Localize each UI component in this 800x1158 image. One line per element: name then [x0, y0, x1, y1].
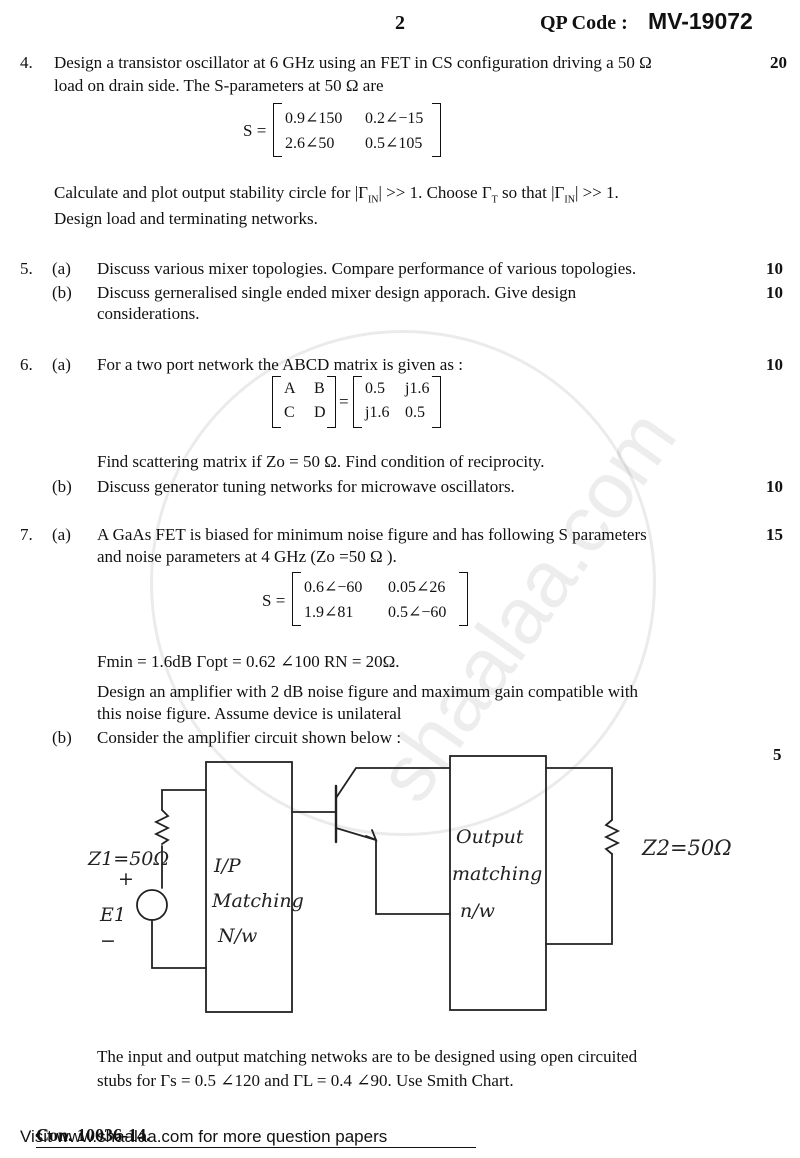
qp-code-value: MV-19072: [648, 8, 753, 34]
abcd-right-matrix: 0.5 j1.6 j1.6 0.5: [353, 376, 441, 428]
q4-line4: Design load and terminating networks.: [54, 209, 318, 228]
q6-b-label: (b): [52, 477, 72, 496]
q6-b-text: Discuss generator tuning networks for mi…: [97, 477, 515, 496]
q6-a-label: (a): [52, 355, 71, 374]
footer-underline: [36, 1147, 476, 1148]
q7-a-label: (a): [52, 525, 71, 544]
q7-matrix-label: S =: [262, 591, 286, 610]
q6-b-marks: 10: [766, 477, 783, 496]
q7-noise-line: Fmin = 1.6dB Γopt = 0.62 ∠100 RN = 20Ω.: [97, 652, 400, 671]
q7-s-matrix: 0.6∠−60 0.05∠26 1.9∠81 0.5∠−60: [292, 572, 468, 626]
page-number: 2: [395, 12, 405, 34]
input-box-line1: I/P: [214, 855, 241, 877]
amplifier-circuit: [136, 755, 621, 1013]
q5-a-marks: 10: [766, 259, 783, 278]
q5-number: 5.: [20, 259, 33, 278]
q5-b-text1: Discuss gerneralised single ended mixer …: [97, 283, 577, 302]
z2-resistor: [603, 819, 621, 855]
q4-line2: load on drain side. The S-parameters at …: [54, 76, 384, 95]
q4-s-matrix: 0.9∠150 0.2∠−15 2.6∠50 0.5∠105: [273, 103, 441, 157]
q4-s21: 2.6∠50: [285, 135, 335, 152]
output-box-line3: n/w: [460, 900, 495, 922]
output-box-line2: matching: [452, 863, 543, 885]
q7-a-text3: Design an amplifier with 2 dB noise figu…: [97, 682, 639, 701]
input-matching-box: [205, 761, 293, 1013]
q4-s12: 0.2∠−15: [365, 110, 424, 127]
watermark-circle: [150, 330, 656, 836]
q4-line1: Design a transistor oscillator at 6 GHz …: [54, 53, 652, 72]
q6-a-marks: 10: [766, 355, 783, 374]
input-box-line3: N/w: [218, 925, 258, 947]
q5-b-label: (b): [52, 283, 72, 302]
con-code: Con. 10036-14.: [36, 1125, 151, 1145]
q7-a-text2: and noise parameters at 4 GHz (Zo =50 Ω …: [97, 547, 397, 566]
q7-b-text3: stubs for Γs = 0.5 ∠120 and ΓL = 0.4 ∠90…: [97, 1071, 514, 1090]
q7-a-text4: this noise figure. Assume device is unil…: [97, 704, 402, 723]
q7-a-text1: A GaAs FET is biased for minimum noise f…: [97, 525, 647, 544]
q4-s11: 0.9∠150: [285, 110, 343, 127]
abcd-left-matrix: A B C D: [272, 376, 336, 428]
q7-b-label: (b): [52, 728, 72, 747]
q5-b-marks: 10: [766, 283, 783, 302]
output-box-line1: Output: [456, 826, 524, 848]
abcd-equals: =: [339, 392, 349, 411]
q7-a-marks: 15: [766, 525, 783, 544]
q7-number: 7.: [20, 525, 33, 544]
q5-b-text2: considerations.: [97, 304, 200, 323]
q7-b-text2: The input and output matching netwoks ar…: [97, 1047, 638, 1066]
z1-resistor: [153, 809, 171, 845]
q7-b-text: Consider the amplifier circuit shown bel…: [97, 728, 402, 747]
qp-code-label: QP Code :: [540, 12, 628, 34]
source-label: E1: [100, 904, 126, 926]
q5-a-label: (a): [52, 259, 71, 278]
z1-label: Z1=50Ω: [88, 848, 170, 870]
source-circle: [136, 889, 168, 921]
input-box-line2: Matching: [212, 890, 304, 912]
q4-matrix-label: S =: [243, 121, 267, 140]
q4-number: 4.: [20, 53, 33, 72]
q6-number: 6.: [20, 355, 33, 374]
q5-a-text: Discuss various mixer topologies. Compar…: [97, 259, 637, 278]
visit-text[interactable]: Visit www.shaalaa.com for more question …: [20, 1127, 388, 1146]
q6-a-text: For a two port network the ABCD matrix i…: [97, 355, 463, 374]
plus-sign: +: [118, 868, 134, 890]
q7-b-marks: 5: [773, 745, 782, 764]
z2-label: Z2=50Ω: [642, 836, 732, 860]
abcd-d: D: [314, 404, 326, 421]
q4-s22: 0.5∠105: [365, 135, 423, 152]
q4-marks: 20: [770, 53, 787, 72]
q6-a-text2: Find scattering matrix if Zo = 50 Ω. Fin…: [97, 452, 545, 471]
q4-line3: Calculate and plot output stability circ…: [54, 183, 619, 206]
output-matching-box: [449, 755, 547, 1011]
minus-sign: −: [100, 930, 116, 952]
